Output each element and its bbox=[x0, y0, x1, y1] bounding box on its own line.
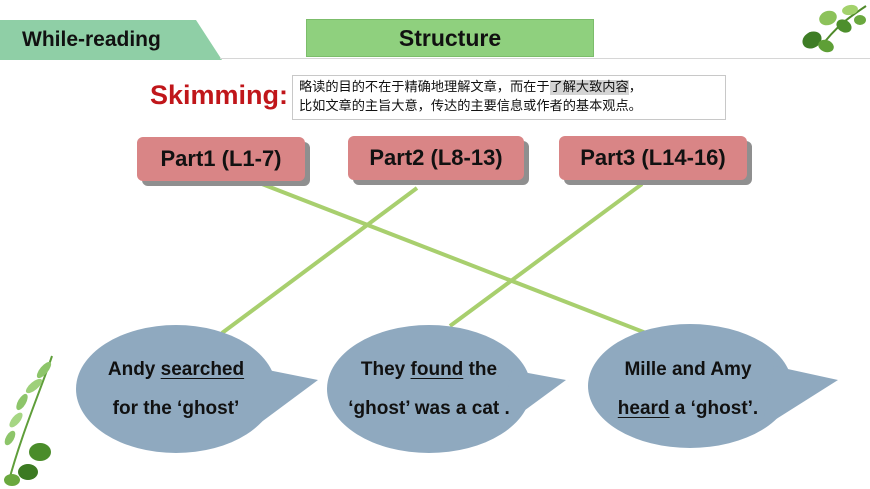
underlined-verb: searched bbox=[160, 359, 245, 380]
speech-bubble-2 bbox=[327, 325, 566, 453]
part1-box: Part1 (L1-7) bbox=[137, 137, 305, 181]
speech-bubble-1 bbox=[76, 325, 318, 453]
bubble3-line1: Mille and Amy bbox=[588, 350, 788, 389]
text: Mille and Amy bbox=[624, 359, 752, 380]
header-divider bbox=[220, 58, 870, 59]
leaf-decoration-top-right-icon bbox=[802, 4, 867, 53]
connector-part2-to-bubble1 bbox=[220, 186, 419, 335]
connector-part1-to-bubble3 bbox=[261, 182, 647, 335]
bubble3-text: Mille and Amy heard a ‘ghost’. bbox=[588, 350, 788, 428]
bubble1-line1: Andy searched bbox=[78, 350, 274, 389]
note-text: ， bbox=[628, 80, 642, 95]
skimming-note-line-1: 略读的目的不在于精确地理解文章，而在于了解大致内容， bbox=[299, 78, 719, 97]
bubble1-text: Andy searched for the ‘ghost’ bbox=[78, 350, 274, 428]
leaf-decoration-bottom-left-icon bbox=[4, 355, 53, 486]
section-tab: While-reading bbox=[0, 20, 224, 60]
note-text: 略读的目的不在于精确地理解文章，而在于 bbox=[299, 80, 550, 95]
bubble2-line2: ‘ghost’ was a cat . bbox=[330, 389, 528, 428]
text: Andy bbox=[107, 359, 161, 380]
bubble3-line2: heard a ‘ghost’. bbox=[588, 389, 788, 428]
bubble2-line1: They found the bbox=[330, 350, 528, 389]
text: the bbox=[463, 359, 498, 380]
note-highlight: 了解大致内容 bbox=[549, 80, 629, 95]
bubble2-text: They found the ‘ghost’ was a cat . bbox=[330, 350, 528, 428]
skimming-note-line-2: 比如文章的主旨大意，传达的主要信息或作者的基本观点。 bbox=[299, 99, 642, 114]
speech-bubble-3 bbox=[588, 324, 838, 448]
section-tab-shape bbox=[0, 20, 222, 60]
bubble1-line2: for the ‘ghost’ bbox=[78, 389, 274, 428]
part2-box: Part2 (L8-13) bbox=[348, 136, 524, 180]
section-tab-label: While-reading bbox=[22, 28, 161, 51]
text: They bbox=[360, 359, 411, 380]
part3-box: Part3 (L14-16) bbox=[559, 136, 747, 180]
text: ‘ghost’ was a cat . bbox=[348, 398, 510, 419]
connector-part3-to-bubble2 bbox=[448, 182, 644, 328]
skimming-note: 略读的目的不在于精确地理解文章，而在于了解大致内容， 比如文章的主旨大意，传达的… bbox=[292, 75, 726, 120]
underlined-verb: heard bbox=[617, 398, 670, 419]
skimming-label: Skimming: bbox=[150, 80, 289, 110]
text: a ‘ghost’. bbox=[669, 398, 759, 419]
slide-title: Structure bbox=[306, 19, 594, 57]
underlined-verb: found bbox=[410, 359, 464, 380]
text: for the ‘ghost’ bbox=[112, 398, 240, 419]
